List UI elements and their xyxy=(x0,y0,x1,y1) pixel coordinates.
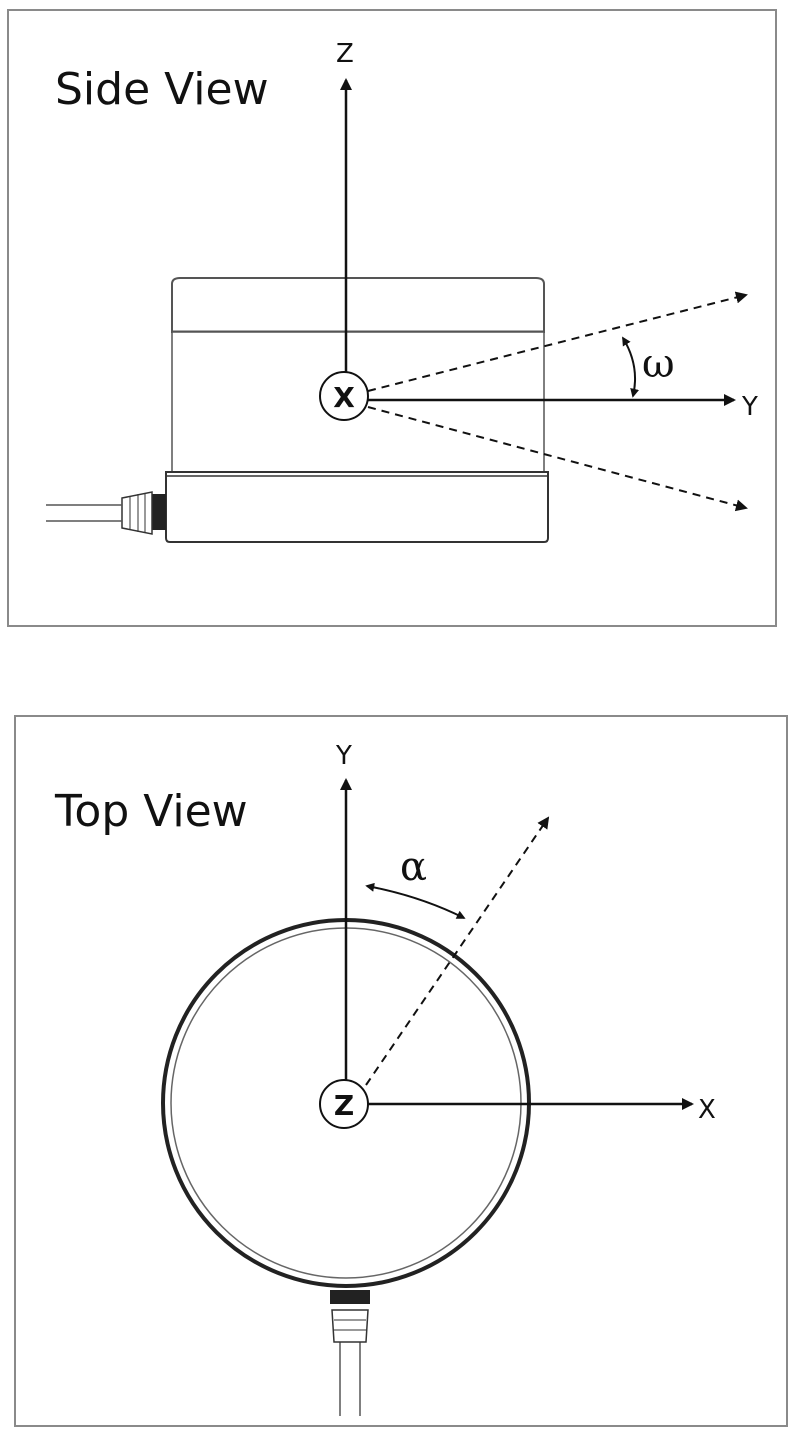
top-view-title: Top View xyxy=(54,786,248,837)
side-view-panel: Side View Z Y xyxy=(7,9,777,627)
top-x-axis-label: X xyxy=(698,1095,716,1125)
side-y-axis-label: Y xyxy=(741,392,758,422)
top-view-panel: Top View Y X Z α xyxy=(14,715,788,1427)
top-alpha-symbol: α xyxy=(400,844,427,890)
side-origin-marker xyxy=(319,371,369,421)
top-direction-line xyxy=(365,816,550,1086)
side-origin-label: X xyxy=(333,381,355,414)
sensor-side-body xyxy=(46,277,549,543)
side-fov-upper-line xyxy=(367,291,748,392)
top-alpha-angle-arc xyxy=(365,882,466,919)
side-omega-symbol: ω xyxy=(642,341,675,387)
top-origin-label: Z xyxy=(334,1089,354,1122)
side-omega-angle-arc xyxy=(622,336,640,398)
side-z-axis-label: Z xyxy=(336,39,354,69)
side-view-title: Side View xyxy=(55,64,269,115)
side-fov-lower-line xyxy=(367,406,748,512)
top-origin-marker xyxy=(319,1079,369,1129)
top-y-axis-label: Y xyxy=(335,741,352,771)
